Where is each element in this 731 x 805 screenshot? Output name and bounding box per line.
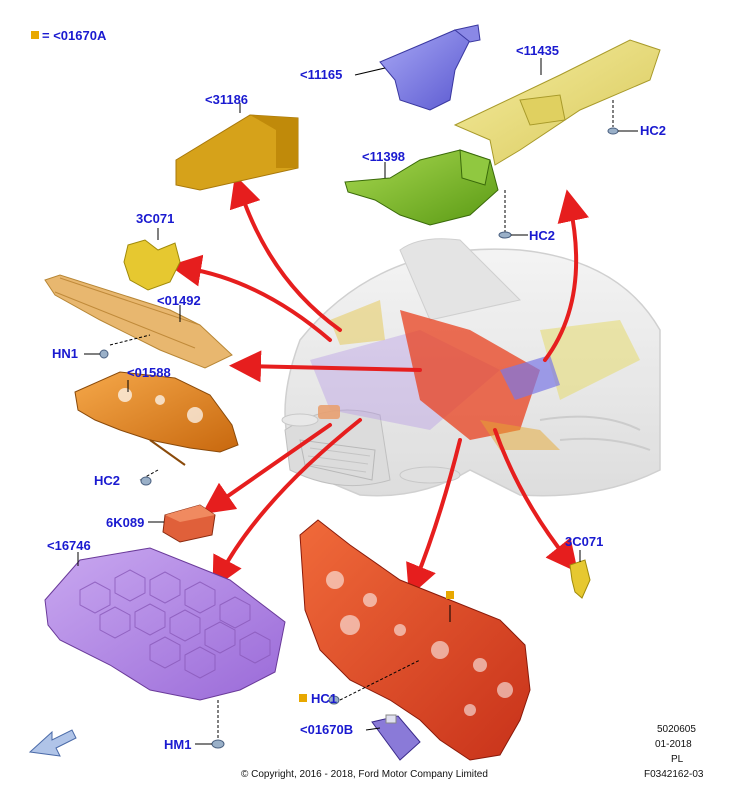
label-01588: <01588 (127, 365, 171, 380)
legend-label: = <01670A (42, 28, 107, 43)
callout-arrows (169, 174, 589, 597)
part-dash-panel-red (299, 519, 531, 761)
part-3c071-bracket-top (123, 228, 181, 291)
part-11398-heat-shield (344, 149, 528, 239)
label-3c071-top: 3C071 (136, 211, 175, 226)
label-hc2-mid: HC2 (529, 228, 556, 243)
part-16746-hood-insulator (44, 547, 286, 749)
label-3c071-right: 3C071 (565, 534, 604, 549)
label-16746: <16746 (47, 538, 91, 553)
figure-id: F0342162-03 (644, 769, 704, 780)
copyright-notice: © Copyright, 2016 - 2018, Ford Motor Com… (241, 769, 488, 780)
label-11165: <11165 (300, 67, 343, 82)
label-hn1: HN1 (52, 346, 79, 361)
reference-number: 5020605 (657, 724, 696, 735)
part-31186-insulator (175, 103, 299, 191)
label-hm1: HM1 (164, 737, 192, 752)
label-6k089: 6K089 (106, 515, 145, 530)
legend-swatch (31, 31, 39, 39)
label-11398: <11398 (362, 149, 406, 164)
issue-date: 01-2018 (655, 739, 692, 750)
part-01588-dash-insulator (74, 371, 239, 486)
front-direction-arrow-icon (28, 729, 77, 757)
language-code: PL (671, 754, 684, 765)
label-hc1: HC1 (311, 691, 338, 706)
part-3c071-bracket-right (569, 550, 591, 599)
label-hc2-left: HC2 (94, 473, 121, 488)
part-01492-floor-insulator (44, 274, 233, 369)
hc1-legend-marker (299, 694, 307, 702)
part-6k089-block (148, 504, 216, 543)
label-31186: <31186 (205, 92, 249, 107)
label-hc2-top: HC2 (640, 123, 667, 138)
part-11435-heat-shield (453, 39, 661, 166)
label-01670b: <01670B (300, 722, 354, 737)
label-01492: <01492 (157, 293, 201, 308)
label-11435: <11435 (516, 43, 560, 58)
vehicle-outline (281, 238, 661, 497)
part-11165-heat-shield (354, 24, 481, 111)
